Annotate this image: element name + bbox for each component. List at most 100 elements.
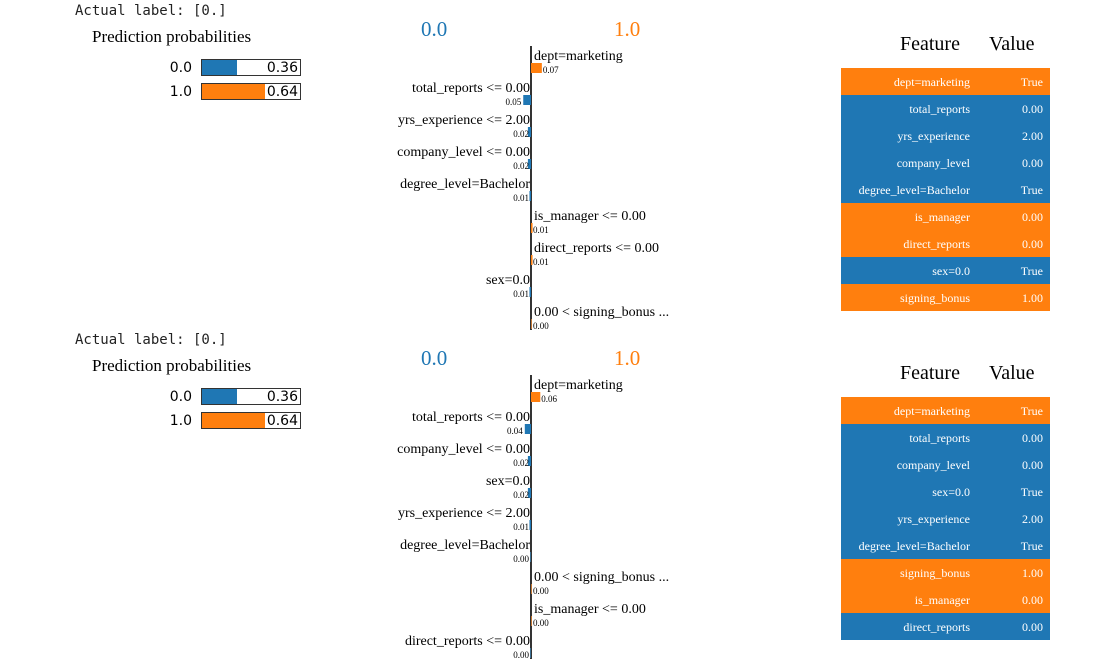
feature-name-label: 0.00 < signing_bonus ... [534,305,669,320]
feature-name-label: sex=0.0 [486,273,530,288]
table-cell-value: 0.00 [1022,156,1043,170]
table-cell-value: 0.00 [1022,210,1043,224]
probability-bar-frame: 0.36 [201,388,301,405]
feature-weight-bar [531,616,532,626]
table-cell-feature: direct_reports [903,620,970,634]
feature-name-label: direct_reports <= 0.00 [405,634,530,649]
table-cell-value: True [1020,404,1043,418]
feature-weight-bar [527,159,531,169]
table-cell-feature: total_reports [909,431,970,445]
feature-name-label: 0.00 < signing_bonus ... [534,570,669,585]
table-cell-feature: signing_bonus [899,291,970,305]
feature-weight-label: 0.00 [513,650,529,659]
feature-name-label: sex=0.0 [486,474,530,489]
feature-weight-bar [527,488,531,498]
prediction-probabilities-title: Prediction probabilities [92,27,252,46]
probability-bar [202,413,265,428]
probability-row-class0: 0.0 0.36 [160,388,310,408]
table-row: company_level 0.00 [841,451,1050,478]
class-label-0: 0.0 [421,17,448,41]
actual-label: Actual label: [0.] [75,332,227,348]
table-cell-value: 2.00 [1022,512,1043,526]
table-row: signing_bonus 1.00 [841,559,1050,586]
probability-label: 1.0 [169,413,192,429]
feature-name-label: total_reports <= 0.00 [412,410,530,425]
feature-name-label: is_manager <= 0.00 [534,602,646,617]
class-label-1: 1.0 [614,17,641,41]
feature-name-label: direct_reports <= 0.00 [534,241,659,256]
probability-row-class1: 1.0 0.64 [160,412,310,432]
table-row: dept=marketing True [841,397,1050,424]
feature-weight-bar [529,191,531,201]
feature-weight-label: 0.00 [513,554,529,564]
table-cell-value: 0.00 [1022,620,1043,634]
table-cell-value: True [1020,539,1043,553]
probability-bar [202,60,238,75]
table-header-feature: Feature [900,33,960,55]
feature-weight-label: 0.00 [533,586,549,596]
feature-weight-label: 0.02 [513,161,529,171]
feature-weight-label: 0.06 [541,394,557,404]
table-row: is_manager 0.00 [841,203,1050,230]
feature-name-label: company_level <= 0.00 [397,442,530,457]
feature-name-label: dept=marketing [534,49,623,64]
table-row: degree_level=Bachelor True [841,532,1050,559]
table-cell-value: 2.00 [1022,129,1043,143]
table-cell-feature: dept=marketing [893,404,970,418]
table-cell-value: 0.00 [1022,237,1043,251]
table-cell-value: 0.00 [1022,431,1043,445]
table-cell-feature: direct_reports [903,237,970,251]
feature-weight-bar [529,520,531,530]
table-cell-feature: degree_level=Bachelor [858,539,970,553]
table-row: sex=0.0 True [841,478,1050,505]
feature-weight-label: 0.02 [513,129,529,139]
feature-weight-label: 0.00 [533,321,549,330]
feature-name-label: yrs_experience <= 2.00 [398,113,530,128]
actual-label: Actual label: [0.] [75,3,227,19]
table-header-feature: Feature [900,362,960,384]
probability-bar-frame: 0.64 [201,412,301,429]
probability-value: 0.36 [266,389,298,405]
feature-weight-label: 0.05 [506,97,522,107]
feature-weight-label: 0.02 [513,458,529,468]
prediction-probabilities-title: Prediction probabilities [92,356,252,375]
feature-weight-bar [524,424,531,434]
table-cell-value: 1.00 [1022,566,1043,580]
table-cell-value: 0.00 [1022,102,1043,116]
feature-name-label: yrs_experience <= 2.00 [398,506,530,521]
explanation-panel-1: Actual label: [0.] Prediction probabilit… [0,0,1120,330]
table-row: yrs_experience 2.00 [841,505,1050,532]
feature-weight-bar [531,584,532,594]
feature-name-label: degree_level=Bachelor [400,538,530,553]
probability-row-class1: 1.0 0.64 [160,83,310,103]
feature-weight-bar [529,287,531,297]
feature-weight-label: 0.01 [513,522,529,532]
feature-weight-label: 0.02 [513,490,529,500]
class-label-1: 1.0 [614,346,641,370]
table-cell-feature: sex=0.0 [932,485,970,499]
table-cell-feature: yrs_experience [897,512,970,526]
table-cell-value: 0.00 [1022,458,1043,472]
table-cell-feature: signing_bonus [899,566,970,580]
probability-value: 0.64 [266,84,298,100]
table-cell-value: True [1020,75,1043,89]
table-cell-feature: degree_level=Bachelor [858,183,970,197]
feature-weight-label: 0.07 [543,65,559,75]
table-cell-feature: is_manager [914,210,970,224]
table-row: direct_reports 0.00 [841,230,1050,257]
feature-weight-label: 0.01 [533,257,549,267]
feature-weight-bar [531,319,532,329]
table-cell-feature: company_level [896,458,970,472]
probability-bar [202,84,265,99]
table-row: direct_reports 0.00 [841,613,1050,640]
table-cell-value: True [1020,485,1043,499]
feature-name-label: total_reports <= 0.00 [412,81,530,96]
feature-weight-bar [530,648,531,658]
